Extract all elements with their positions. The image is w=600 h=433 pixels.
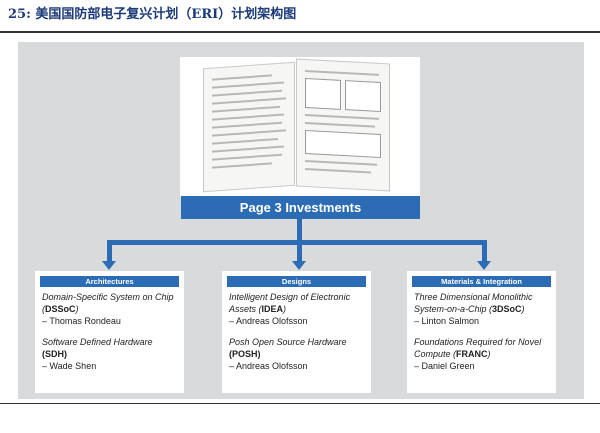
connector-right-drop <box>482 240 487 261</box>
connector-mid-drop <box>297 240 302 261</box>
top-rule <box>0 31 600 33</box>
connector-vertical <box>297 219 302 244</box>
program-item: Posh Open Source Hardware (POSH) – Andre… <box>229 337 347 371</box>
figure-title: 25: 美国国防部电子复兴计划（ERI）计划架构图 <box>8 7 297 22</box>
program-item: Three Dimensional Monolithic System-on-a… <box>414 292 533 326</box>
card-heading: Materials & Integration <box>412 276 551 287</box>
arrow-left <box>102 261 116 270</box>
card-materials-integration: Materials & Integration Three Dimensiona… <box>407 271 556 393</box>
program-item: Intelligent Design of Electronic Assets … <box>229 292 351 326</box>
card-heading: Designs <box>227 276 366 287</box>
document-right-page <box>296 58 390 192</box>
arrow-middle <box>292 261 306 270</box>
card-heading: Architectures <box>40 276 179 287</box>
program-item: Software Defined Hardware (SDH) – Wade S… <box>42 337 153 371</box>
connector-left-drop <box>107 240 112 261</box>
bottom-rule <box>0 403 600 404</box>
program-item: Foundations Required for Novel Compute (… <box>414 337 542 371</box>
root-node: Page 3 Investments <box>181 196 420 219</box>
arrow-right <box>477 261 491 270</box>
document-left-page <box>203 61 295 193</box>
program-item: Domain-Specific System on Chip (DSSoC) –… <box>42 292 174 326</box>
card-designs: Designs Intelligent Design of Electronic… <box>222 271 371 393</box>
card-architectures: Architectures Domain-Specific System on … <box>35 271 184 393</box>
